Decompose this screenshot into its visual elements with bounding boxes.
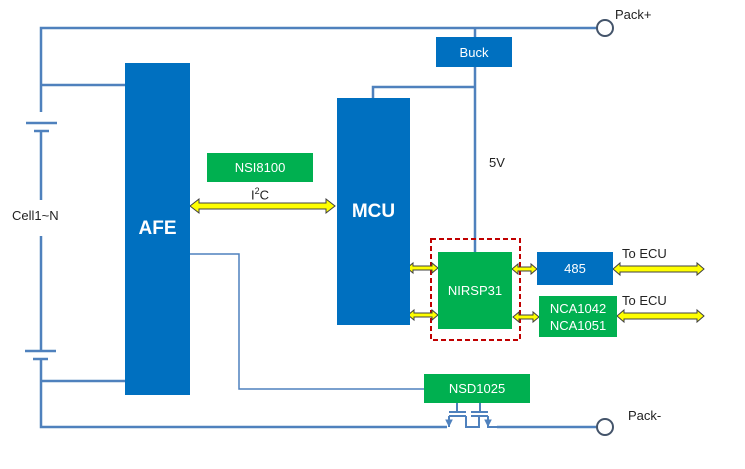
- mcu-nirsp-arrow-2: [407, 308, 439, 322]
- afe-block: AFE: [125, 63, 190, 395]
- terminal-pack-minus-icon: [596, 418, 614, 436]
- pack-minus-label: Pack-: [628, 408, 662, 423]
- i2c-label-sup: 2: [254, 186, 260, 196]
- nsd1025-block: NSD1025: [424, 374, 530, 403]
- mcu-block: MCU: [337, 98, 410, 325]
- buck-label: Buck: [459, 44, 489, 60]
- voltage-label: 5V: [489, 155, 505, 170]
- mcu-nirsp-arrow-1: [406, 261, 439, 275]
- battery-label: Cell1~N: [12, 208, 59, 223]
- nca-block: NCA1042 NCA1051: [539, 296, 617, 337]
- nirsp31-block: NIRSP31: [438, 252, 512, 329]
- nca-ecu-arrow: [616, 308, 705, 324]
- buck-block: Buck: [436, 37, 512, 67]
- nirsp31-dashed-outline: [430, 238, 521, 341]
- terminal-pack-plus-icon: [596, 19, 614, 37]
- mosfet-arrow-left: [445, 419, 453, 428]
- wire-left-bottom: [39, 359, 447, 429]
- i2c-bus-arrow: [189, 197, 336, 215]
- nirsp31-label: NIRSP31: [447, 283, 503, 298]
- nca1051-label: NCA1051: [549, 317, 607, 333]
- nirsp-485-arrow: [511, 262, 538, 276]
- nsi8100-label: NSI8100: [234, 160, 286, 175]
- nsd1025-label: NSD1025: [448, 381, 506, 396]
- afe-label: AFE: [138, 218, 177, 239]
- nca1042-label: NCA1042: [549, 300, 607, 316]
- i2c-label-tail: C: [259, 187, 270, 203]
- wire-mcu-power: [371, 85, 475, 98]
- nirsp-nca-arrow: [512, 310, 540, 324]
- nsi8100-block: NSI8100: [207, 153, 313, 182]
- pack-plus-label: Pack+: [615, 7, 652, 22]
- rs485-ecu-arrow: [612, 261, 705, 277]
- to-ecu-label-2: To ECU: [622, 293, 667, 308]
- to-ecu-label-1: To ECU: [622, 246, 667, 261]
- i2c-label: I2C: [251, 186, 269, 202]
- mosfet-arrow-right: [484, 419, 492, 428]
- rs485-block: 485: [537, 252, 613, 285]
- i2c-label-base: I: [251, 187, 255, 203]
- wire-afe-nsd: [190, 253, 424, 390]
- mcu-label: MCU: [351, 200, 396, 222]
- rs485-label: 485: [564, 261, 586, 276]
